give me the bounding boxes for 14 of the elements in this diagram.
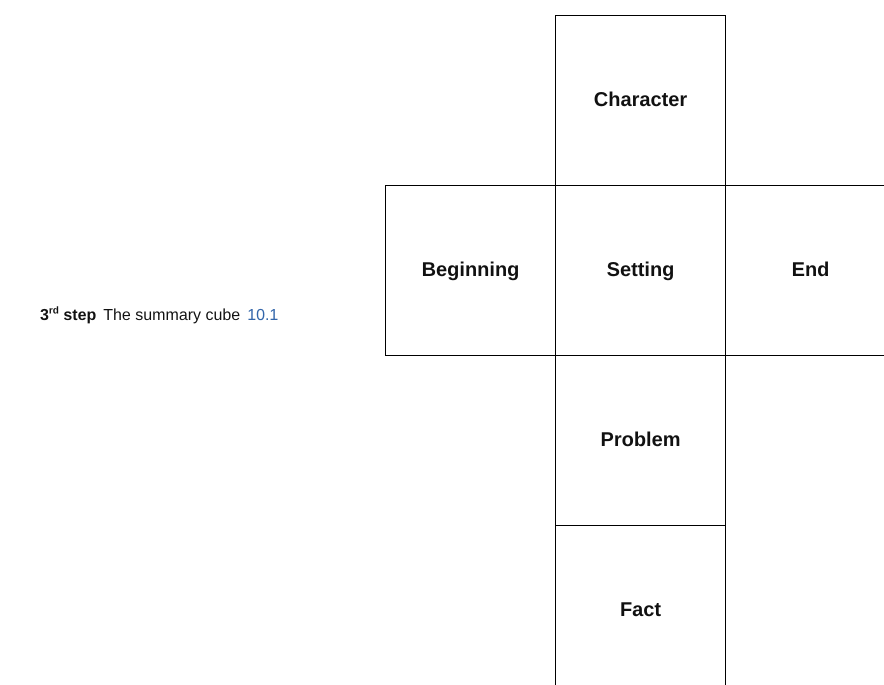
cube-face-box bbox=[555, 355, 726, 526]
cube-face-box bbox=[385, 185, 556, 356]
face-label: Character bbox=[594, 89, 688, 112]
face-label: Fact bbox=[620, 599, 662, 622]
cube-face-box bbox=[555, 15, 726, 186]
figure-title: The summary cube bbox=[103, 307, 240, 326]
step-label: 3$^{rd}$ step bbox=[40, 306, 96, 326]
cube-face-box bbox=[725, 185, 884, 356]
face-label: End bbox=[792, 259, 830, 282]
face-label: Setting bbox=[606, 259, 674, 282]
cube-face-box bbox=[555, 525, 726, 685]
reference-link: 10.1 bbox=[247, 307, 278, 326]
face-label: Problem bbox=[600, 429, 681, 452]
face-label: Beginning bbox=[422, 259, 520, 282]
